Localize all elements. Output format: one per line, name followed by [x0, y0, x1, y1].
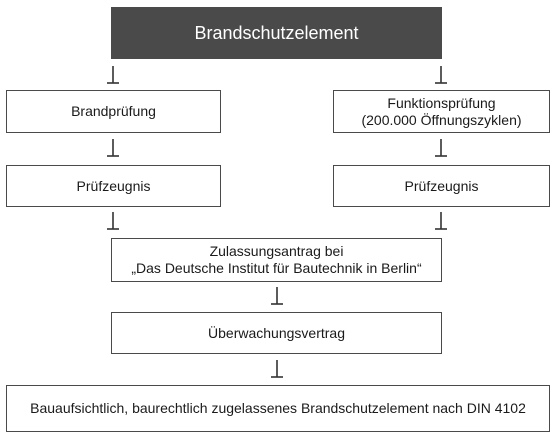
right-pruefzeugnis-label: Prüfzeugnis	[404, 177, 479, 194]
oeffnungszyklen-label: (200.000 Öffnungszyklen)	[361, 111, 522, 128]
zulassungsantrag-label: Zulassungsantrag bei	[209, 243, 344, 259]
left-pruefzeugnis-box: Prüfzeugnis	[6, 165, 221, 207]
ueberwachungsvertrag-box: Überwachungsvertrag	[111, 312, 442, 354]
arrow-down-icon	[435, 212, 447, 230]
right-pruefzeugnis-box: Prüfzeugnis	[333, 165, 550, 207]
arrow-down-icon	[107, 66, 119, 84]
funktionspruefung-box: Funktionsprüfung (200.000 Öffnungszyklen…	[333, 90, 550, 133]
arrow-down-icon	[271, 360, 283, 378]
dibt-label: „Das Deutsche Institut für Bautechnik in…	[131, 260, 422, 276]
title-box: Brandschutzelement	[111, 7, 442, 59]
result-label: Bauaufsichtlich, baurechtlich zugelassen…	[30, 400, 526, 416]
brandpruefung-label: Brandprüfung	[71, 103, 156, 119]
arrow-down-icon	[271, 287, 283, 305]
zulassungsantrag-box: Zulassungsantrag bei „Das Deutsche Insti…	[111, 238, 442, 282]
arrow-down-icon	[435, 139, 447, 157]
funktionspruefung-label: Funktionsprüfung	[387, 94, 496, 111]
result-box: Bauaufsichtlich, baurechtlich zugelassen…	[6, 385, 550, 432]
arrow-down-icon	[435, 66, 447, 84]
arrow-down-icon	[107, 139, 119, 157]
title-label: Brandschutzelement	[194, 22, 359, 43]
left-pruefzeugnis-label: Prüfzeugnis	[76, 177, 151, 194]
brandpruefung-box: Brandprüfung	[6, 90, 221, 133]
arrow-down-icon	[107, 212, 119, 230]
ueberwachungsvertrag-label: Überwachungsvertrag	[208, 324, 345, 341]
